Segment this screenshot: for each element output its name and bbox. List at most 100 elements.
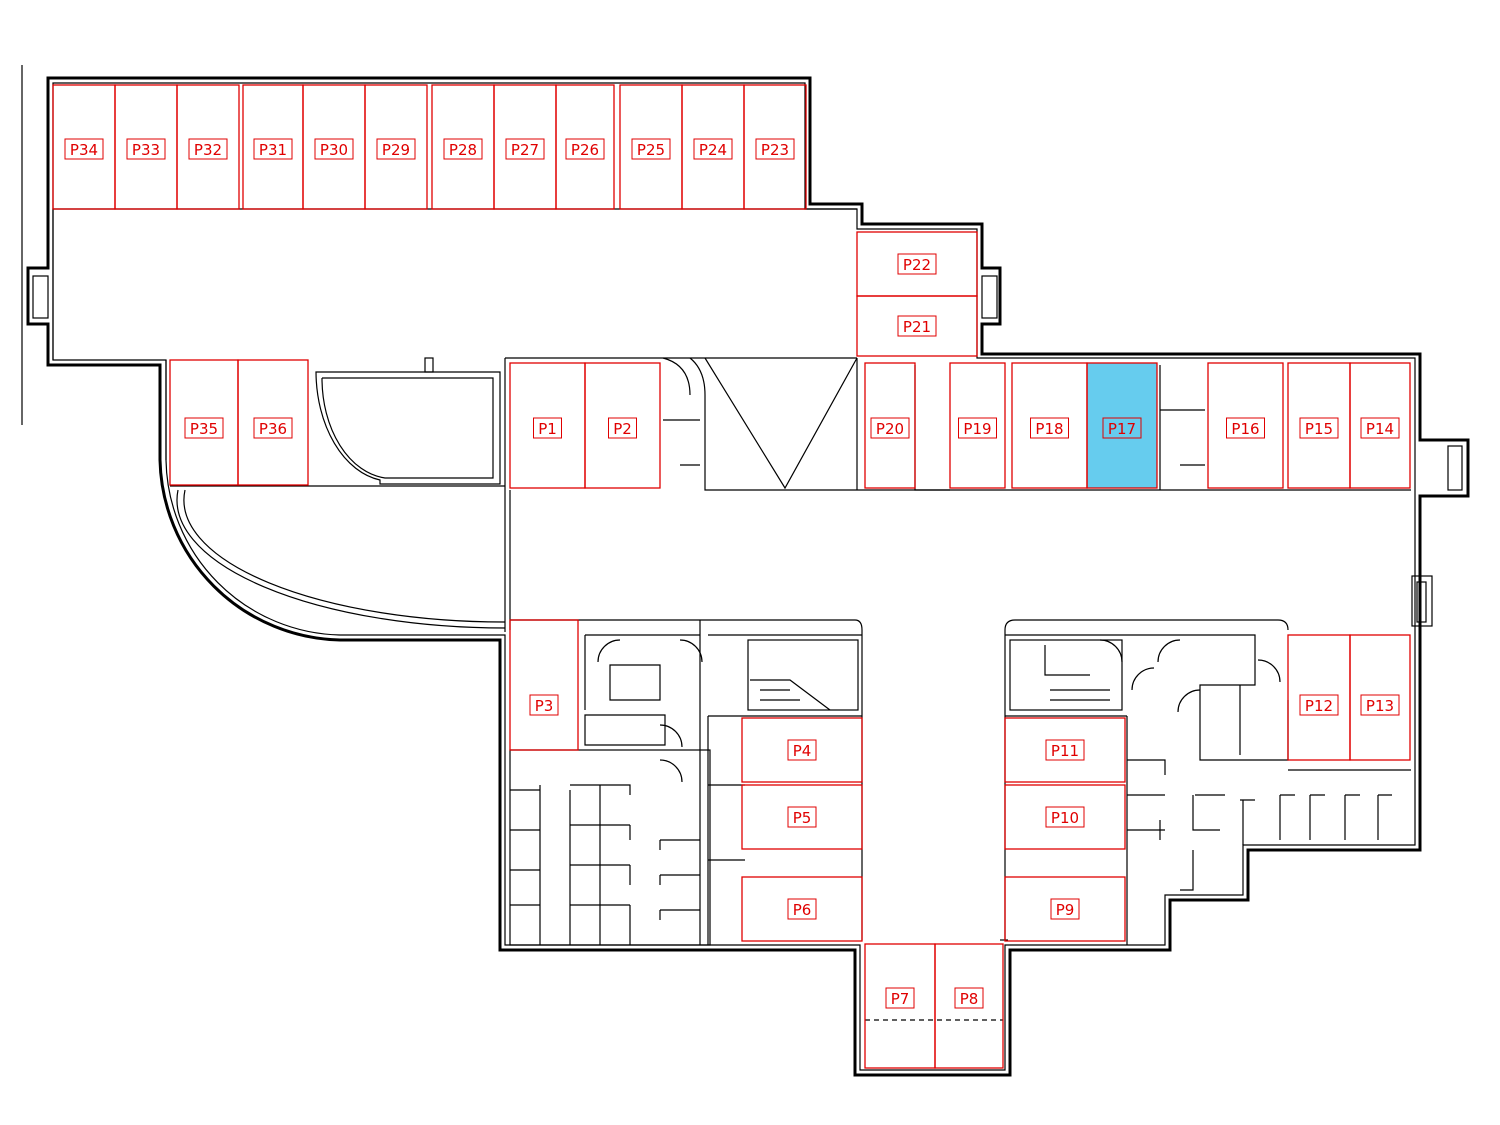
slot-outline[interactable] [431, 84, 495, 210]
slot-label: P31 [259, 141, 287, 159]
slot-outline[interactable] [237, 359, 309, 486]
slot-label: P25 [637, 141, 665, 159]
slot-outline[interactable] [949, 362, 1006, 489]
slot-label-box [897, 253, 937, 275]
parking-slot-p33[interactable]: P33 [114, 84, 178, 210]
parking-slot-p20[interactable]: P20 [864, 362, 916, 489]
slot-label-box [443, 138, 483, 160]
slot-label-box [529, 694, 559, 716]
slot-label: P35 [190, 420, 218, 438]
slot-label-box [1045, 739, 1085, 761]
parking-slot-p34[interactable]: P34 [52, 84, 116, 210]
slot-label-box [1102, 417, 1142, 439]
parking-slot-p3[interactable]: P3 [509, 619, 579, 751]
parking-slot-p35[interactable]: P35 [169, 359, 239, 486]
slot-label-box [958, 417, 997, 439]
slot-label: P17 [1108, 420, 1136, 438]
parking-slot-p25[interactable]: P25 [619, 84, 683, 210]
slot-label-box [1360, 417, 1400, 439]
parking-slot-p17[interactable]: P17 [1086, 362, 1158, 489]
slot-outline[interactable] [741, 876, 863, 942]
parking-slot-p14[interactable]: P14 [1349, 362, 1411, 489]
slot-label-box [631, 138, 671, 160]
parking-slot-p6[interactable]: P6 [741, 876, 863, 942]
slot-outline[interactable] [741, 784, 863, 850]
slot-label-box [184, 417, 224, 439]
slot-label: P19 [963, 420, 991, 438]
slot-label-box [885, 987, 915, 1009]
slot-label: P15 [1305, 420, 1333, 438]
slot-outline[interactable] [584, 362, 661, 489]
slot-label: P24 [699, 141, 727, 159]
parking-slot-p31[interactable]: P31 [242, 84, 304, 210]
slot-label-box [1299, 694, 1339, 716]
slot-label: P32 [194, 141, 222, 159]
parking-slot-p18[interactable]: P18 [1011, 362, 1088, 489]
slot-outline[interactable] [619, 84, 683, 210]
slot-label: P13 [1366, 697, 1394, 715]
slot-label: P8 [960, 990, 979, 1008]
slot-outline[interactable] [1287, 362, 1351, 489]
parking-slot-p13[interactable]: P13 [1349, 634, 1411, 761]
slot-outline[interactable] [242, 84, 304, 210]
parking-slot-p4[interactable]: P4 [741, 717, 863, 783]
slot-outline[interactable] [1004, 784, 1126, 850]
slot-label: P7 [891, 990, 910, 1008]
slot-label-box [787, 739, 817, 761]
slot-label: P16 [1231, 420, 1259, 438]
slot-label: P18 [1035, 420, 1063, 438]
slot-label: P11 [1051, 742, 1079, 760]
parking-slot-p19[interactable]: P19 [949, 362, 1006, 489]
parking-slot-p12[interactable]: P12 [1287, 634, 1351, 761]
parking-slot-p10[interactable]: P10 [1004, 784, 1126, 850]
slot-label-box [1050, 898, 1080, 920]
slot-label: P4 [793, 742, 812, 760]
parking-slot-p2[interactable]: P2 [584, 362, 661, 489]
parking-slot-p28[interactable]: P28 [431, 84, 495, 210]
parking-slot-p30[interactable]: P30 [302, 84, 366, 210]
parking-slot-p16[interactable]: P16 [1207, 362, 1284, 489]
slot-label: P1 [538, 420, 557, 438]
parking-slot-p5[interactable]: P5 [741, 784, 863, 850]
parking-slot-p1[interactable]: P1 [509, 362, 586, 489]
slot-label: P20 [876, 420, 904, 438]
slot-outline[interactable] [864, 362, 916, 489]
parking-slot-p15[interactable]: P15 [1287, 362, 1351, 489]
parking-slot-p7[interactable]: P7 [864, 943, 936, 1069]
parking-slot-p9[interactable]: P9 [1004, 876, 1126, 942]
slot-outline[interactable] [1349, 634, 1411, 761]
parking-slot-p23[interactable]: P23 [743, 84, 807, 210]
slot-outline[interactable] [934, 943, 1004, 1069]
slot-label: P22 [903, 256, 931, 274]
parking-slot-p32[interactable]: P32 [176, 84, 240, 210]
parking-slot-p29[interactable]: P29 [364, 84, 428, 210]
slot-outline[interactable] [1004, 876, 1126, 942]
slot-outline[interactable] [52, 84, 116, 210]
slot-outline[interactable] [1207, 362, 1284, 489]
slot-outline[interactable] [509, 619, 579, 751]
slot-label-box [1226, 417, 1265, 439]
slot-label-box [1030, 417, 1069, 439]
parking-slot-p21[interactable]: P21 [856, 295, 978, 357]
slot-label: P21 [903, 318, 931, 336]
slot-outline[interactable] [856, 231, 978, 297]
slot-outline[interactable] [1086, 362, 1158, 489]
slot-label: P23 [761, 141, 789, 159]
parking-slot-p24[interactable]: P24 [681, 84, 745, 210]
parking-slot-p8[interactable]: P8 [934, 943, 1004, 1069]
slot-label: P5 [793, 809, 812, 827]
slot-label-box [897, 315, 937, 337]
parking-slot-p11[interactable]: P11 [1004, 717, 1126, 783]
slot-outline[interactable] [1011, 362, 1088, 489]
parking-slot-p27[interactable]: P27 [493, 84, 557, 210]
slot-outline[interactable] [1004, 717, 1126, 783]
slot-label-box [787, 806, 817, 828]
parking-slot-p26[interactable]: P26 [555, 84, 615, 210]
slot-label: P9 [1056, 901, 1075, 919]
parking-slot-p36[interactable]: P36 [237, 359, 309, 486]
slot-label: P14 [1366, 420, 1394, 438]
slot-outline[interactable] [741, 717, 863, 783]
slot-label: P26 [571, 141, 599, 159]
parking-slot-p22[interactable]: P22 [856, 231, 978, 297]
